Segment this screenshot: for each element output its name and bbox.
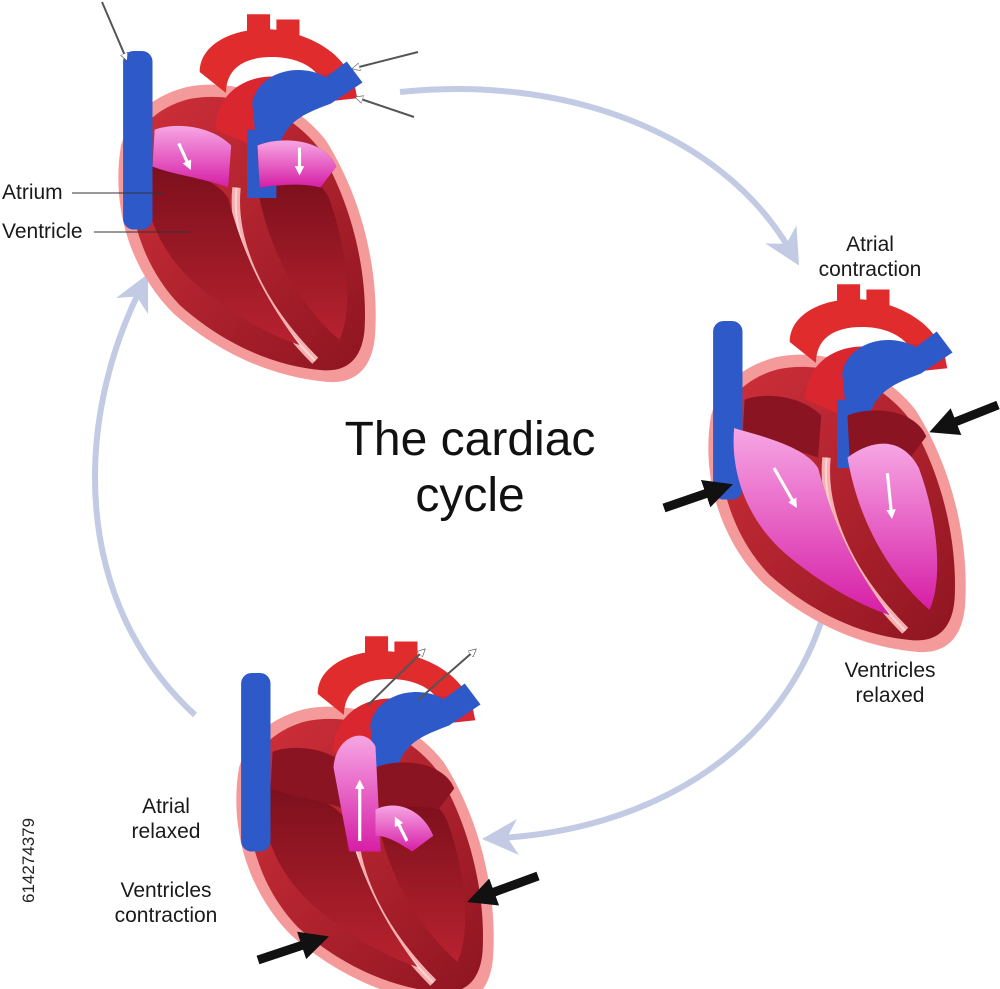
inflow-arrow-1: [101, 1, 126, 58]
inflow-arrow-3: [358, 98, 415, 118]
cycle-arrows: [91, 86, 828, 855]
diagram-title: The cardiac cycle: [290, 412, 650, 524]
label-atrial-contraction-line-1: Atrial: [846, 233, 894, 256]
inflow-arrow-2: [355, 51, 419, 68]
label-atrial-contraction-line-2: contraction: [818, 258, 922, 282]
title-line-1: The cardiac: [344, 413, 596, 466]
label-ventricle: Ventricle: [2, 220, 83, 243]
label-ventricles-contraction: Ventricles contraction: [96, 878, 236, 928]
label-ventricles-relaxed-line-1: Ventricles: [844, 659, 936, 682]
stock-id-watermark: 614274379: [19, 817, 38, 903]
outflow-arrow-1: [367, 651, 423, 706]
press-arrow-right-upper: [929, 400, 1000, 436]
label-atrial-relaxed-line-2: relaxed: [131, 820, 201, 844]
heart-diastole-top: [118, 14, 375, 382]
label-ventricles-contraction-line-2: contraction: [114, 904, 218, 928]
label-ventricles-relaxed: Ventricles relaxed: [820, 658, 960, 708]
press-arrow-right-lower: [662, 480, 733, 513]
heart-atrial-contraction: [708, 284, 965, 652]
press-arrow-bottom-right: [467, 871, 540, 906]
label-ventricles-contraction-line-1: Ventricles: [120, 879, 212, 902]
cycle-arrow-right-to-bottom: [482, 609, 828, 855]
heart-ventricular-contraction: [236, 636, 493, 989]
press-arrow-bottom-left: [256, 931, 329, 965]
label-ventricles-relaxed-line-2: relaxed: [855, 684, 925, 708]
title-line-2: cycle: [415, 469, 525, 522]
label-atrial-relaxed: Atrial relaxed: [96, 794, 236, 844]
label-atrial-contraction: Atrial contraction: [800, 232, 940, 282]
outflow-arrow-2: [417, 651, 474, 701]
label-atrial-relaxed-line-1: Atrial: [142, 795, 190, 818]
cycle-arrow-bottom-to-top: [91, 273, 198, 718]
cycle-arrow-top-to-right: [399, 86, 800, 266]
label-atrium: Atrium: [2, 181, 63, 204]
